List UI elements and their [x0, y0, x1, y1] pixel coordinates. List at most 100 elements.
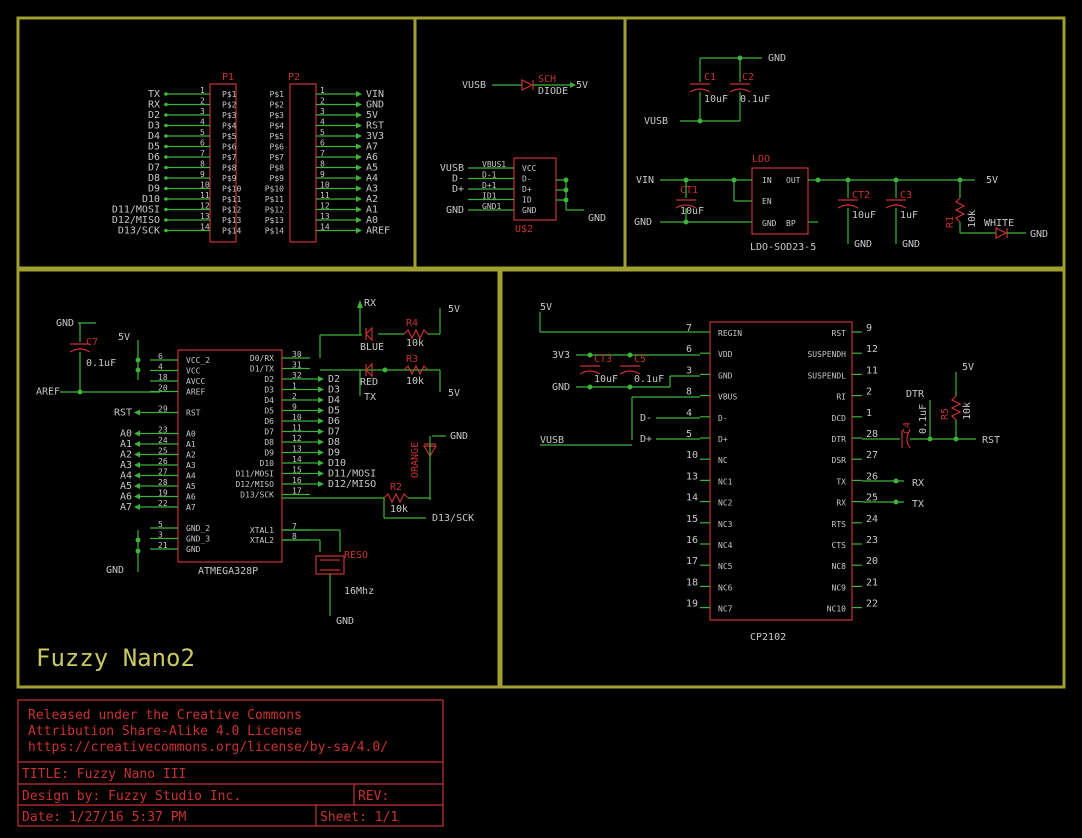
mcu-pin-number: 31	[292, 361, 302, 370]
diode-ref: SCH	[538, 74, 556, 85]
p2-pin-number: 14	[320, 223, 330, 232]
mcu-net-label: D4	[328, 395, 340, 406]
cp-pin-number: 10	[686, 450, 698, 461]
mcu-net-label: D10	[328, 458, 346, 469]
p1-pin-name: P$5	[222, 132, 237, 141]
svg-text:ORANGE: ORANGE	[410, 442, 421, 478]
mcu-pin-number: 3	[158, 531, 163, 540]
svg-text:RESO: RESO	[344, 550, 368, 561]
mcu-net-label: D12/MISO	[328, 479, 376, 490]
mcu-pin-name: GND	[186, 545, 201, 554]
c1-val: 10uF	[704, 94, 728, 105]
p2-net-label: 5V	[366, 110, 378, 121]
svg-text:5V: 5V	[540, 302, 552, 313]
mcu-pin-name: A4	[186, 472, 196, 481]
cp-pin-name: DSR	[832, 456, 847, 465]
cp-pin-name: SUSPENDH	[807, 350, 846, 359]
mcu-pin-name: D9	[264, 449, 274, 458]
cp-pin-name: NC8	[832, 562, 847, 571]
cp-pin-name: DCD	[832, 414, 847, 423]
mcu-pin-name: A0	[186, 430, 196, 439]
p2-pin-name: P$3	[270, 111, 285, 120]
cp-pin-number: 8	[686, 387, 692, 398]
license-line1: Released under the Creative Commons	[28, 708, 302, 723]
p1-pin-name: P$6	[222, 143, 237, 152]
frame	[16, 16, 1066, 689]
p2-pin-number: 6	[320, 139, 325, 148]
c1-ref: C1	[704, 72, 716, 83]
c2-val: 0.1uF	[740, 94, 770, 105]
cp-pin-number: 28	[866, 429, 878, 440]
svg-text:IN: IN	[762, 176, 772, 185]
mcu-pin-number: 26	[158, 457, 168, 466]
mcu-net-label: A4	[120, 471, 132, 482]
mcu-pin-name: A5	[186, 482, 196, 491]
cp-pin-name: NC6	[718, 583, 733, 592]
svg-text:10k: 10k	[390, 504, 408, 515]
mcu-pin-number: 23	[158, 426, 168, 435]
p2-net-label: GND	[366, 100, 384, 111]
cp-pin-number: 1	[866, 408, 872, 419]
title-block: Released under the Creative Commons Attr…	[17, 699, 444, 827]
p2-pin-number: 8	[320, 160, 325, 169]
mcu-net-label: A1	[120, 439, 132, 450]
diode-val: DIODE	[538, 86, 568, 97]
mcu-pin-number: 32	[292, 371, 302, 380]
usb-gnd: GND	[588, 213, 606, 224]
caps-top-gnd: GND	[768, 53, 786, 64]
cp-pin-name: NC7	[718, 605, 733, 614]
p1-pin-name: P$12	[222, 206, 241, 215]
mcu-pin-name: AREF	[186, 388, 205, 397]
mcu-pin-number: 30	[292, 350, 302, 359]
mcu-pin-number: 4	[158, 363, 163, 372]
p1-net-label: D5	[148, 142, 160, 153]
svg-text:TX: TX	[364, 392, 376, 403]
mcu-pin-number: 13	[292, 445, 302, 454]
mcu-pin-name: A1	[186, 440, 196, 449]
usb-net: GND	[446, 205, 464, 216]
p1-pin-number: 5	[200, 128, 205, 137]
usb-inner-pin: VCC	[522, 164, 537, 173]
p2-net-label: A0	[366, 215, 378, 226]
p2-ref: P2	[288, 72, 300, 83]
cp-pin-name: NC10	[827, 605, 846, 614]
svg-text:R5: R5	[940, 408, 951, 420]
cp-pin-name: RTS	[832, 520, 847, 529]
mcu-net-label: D3	[328, 385, 340, 396]
mcu-net-label: A2	[120, 450, 132, 461]
mcu-net-label: D7	[328, 427, 340, 438]
svg-text:10uF: 10uF	[594, 374, 618, 385]
svg-text:GND: GND	[450, 431, 468, 442]
svg-text:RST: RST	[982, 435, 1000, 446]
p1-net-label: D3	[148, 121, 160, 132]
svg-text:3V3: 3V3	[552, 350, 570, 361]
mcu-pin-number: 17	[292, 487, 302, 496]
p1-net-label: D12/MISO	[112, 215, 160, 226]
p1-net-label: D6	[148, 152, 160, 163]
svg-text:10k: 10k	[406, 338, 424, 349]
mcu-pin-number: 9	[292, 403, 297, 412]
mcu-pin-number: 28	[158, 478, 168, 487]
mcu-net-label: A5	[120, 481, 132, 492]
p1-pin-name: P$3	[222, 111, 237, 120]
svg-text:1uF: 1uF	[900, 210, 918, 221]
p2-pin-name: P$5	[270, 132, 285, 141]
p1-pin-number: 2	[200, 97, 205, 106]
svg-text:OUT: OUT	[786, 176, 801, 185]
cp-pin-name: NC2	[718, 499, 733, 508]
cp-pin-name: RX	[836, 499, 846, 508]
p1-pin-number: 7	[200, 149, 205, 158]
title-field: TITLE: Fuzzy Nano III	[22, 767, 186, 782]
mcu-net-label: D11/MOSI	[328, 469, 376, 480]
p1-pin-number: 8	[200, 160, 205, 169]
svg-text:D13/SCK: D13/SCK	[432, 513, 474, 524]
ldo-section: LDO LDO-SOD23-5 IN OUT EN GND BP VIN CT1…	[634, 154, 1048, 253]
cp-pin-number: 22	[866, 599, 878, 610]
p2-pin-number: 11	[320, 191, 330, 200]
cp-pin-number: 24	[866, 514, 878, 525]
svg-text:5V: 5V	[448, 304, 460, 315]
svg-text:GND: GND	[56, 318, 74, 329]
mcu-pin-number: 18	[158, 373, 168, 382]
